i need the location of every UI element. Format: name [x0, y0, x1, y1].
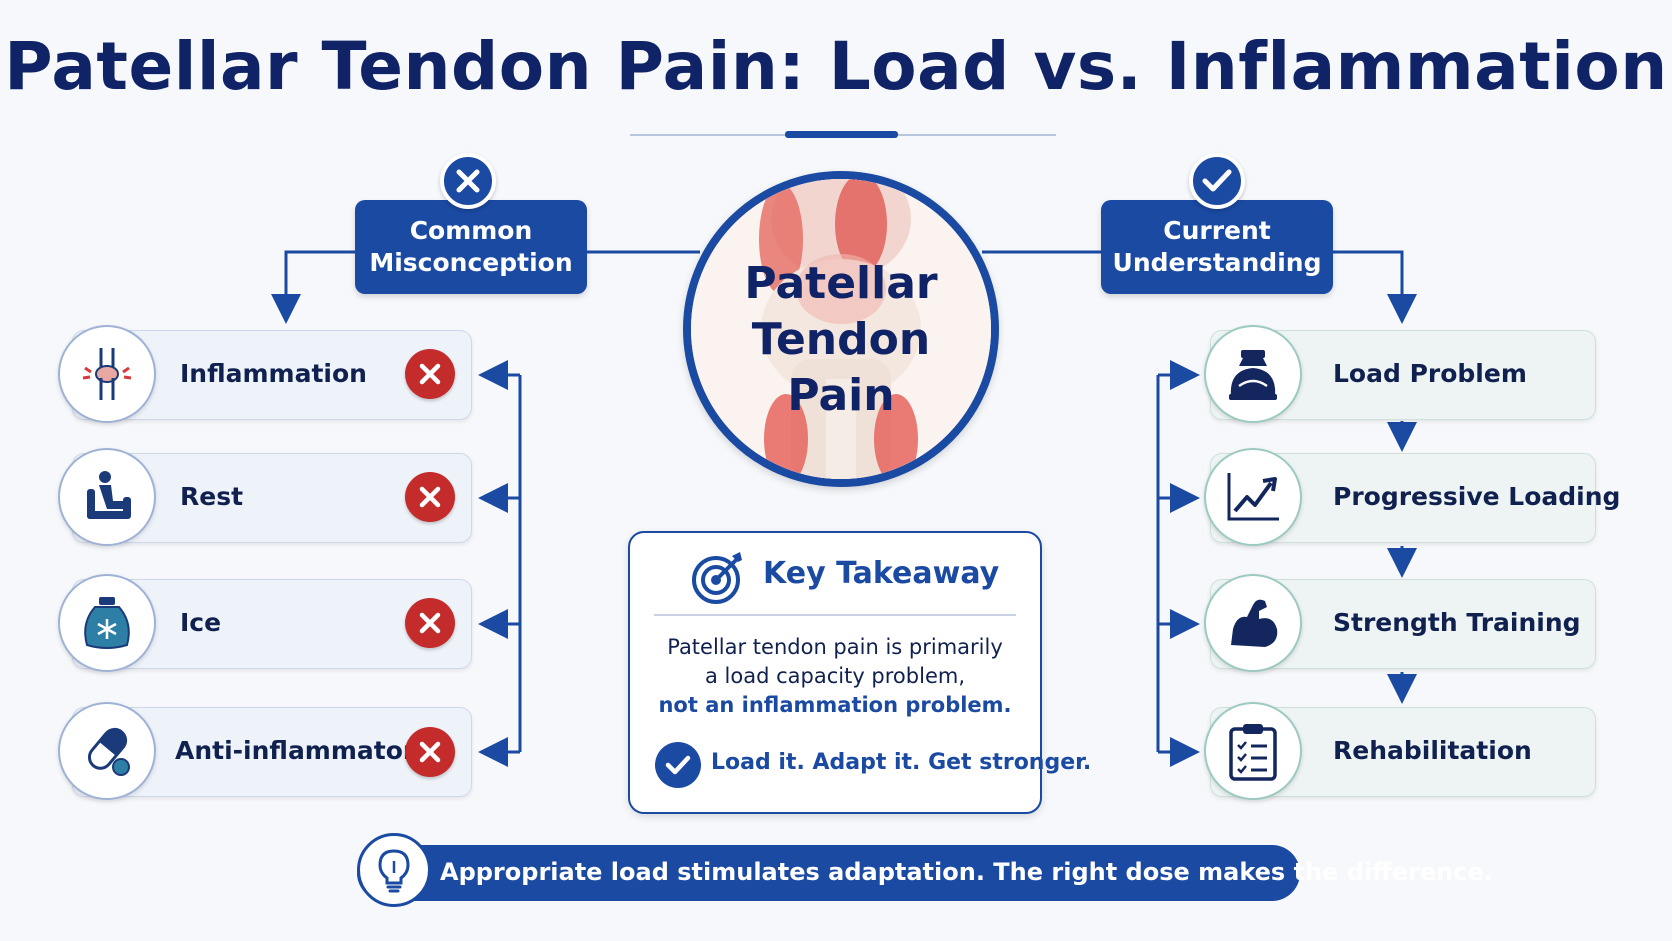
takeaway-line3: not an inflammation problem. — [658, 693, 1012, 717]
check-icon — [1189, 153, 1245, 209]
center-label: Patellar Tendon Pain — [683, 256, 999, 424]
misconception-label-1: Inflammation — [180, 359, 367, 388]
takeaway-divider — [654, 614, 1016, 616]
takeaway-slogan: Load it. Adapt it. Get stronger. — [711, 750, 1092, 775]
understanding-label-2: Progressive Loading — [1333, 482, 1621, 511]
target-icon — [690, 550, 746, 608]
pill-capsule-icon — [58, 702, 156, 800]
center-line3: Pain — [787, 370, 895, 421]
wrong-icon — [405, 598, 455, 648]
kettlebell-icon — [1204, 325, 1302, 423]
clipboard-checklist-icon — [1204, 702, 1302, 800]
understanding-heading-line2: Understanding — [1112, 248, 1322, 277]
center-line1: Patellar — [744, 258, 938, 309]
wrong-icon — [405, 349, 455, 399]
bottom-banner — [357, 845, 1300, 901]
understanding-label-4: Rehabilitation — [1333, 736, 1532, 765]
inflamed-knee-icon — [58, 325, 156, 423]
lightbulb-icon — [357, 833, 431, 907]
misconception-heading: Common Misconception — [355, 200, 587, 294]
title-accent-bar — [785, 131, 898, 138]
misconception-label-3: Ice — [180, 608, 222, 637]
misconception-label-2: Rest — [180, 482, 244, 511]
wrong-icon — [405, 727, 455, 777]
banner-text: Appropriate load stimulates adaptation. … — [440, 858, 1493, 886]
trend-up-chart-icon — [1204, 448, 1302, 546]
wrong-icon — [405, 472, 455, 522]
takeaway-line2: a load capacity problem, — [705, 664, 965, 688]
flexed-arm-icon — [1204, 574, 1302, 672]
takeaway-title: Key Takeaway — [763, 556, 1000, 591]
understanding-label-1: Load Problem — [1333, 359, 1527, 388]
knee-illustration — [683, 171, 999, 487]
misconception-heading-line1: Common — [409, 216, 533, 245]
center-line2: Tendon — [751, 314, 931, 365]
armchair-person-icon — [58, 448, 156, 546]
check-circle-icon — [655, 742, 701, 788]
understanding-label-3: Strength Training — [1333, 608, 1581, 637]
page-title: Patellar Tendon Pain: Load vs. Inflammat… — [4, 28, 1668, 105]
x-icon — [440, 153, 496, 209]
understanding-heading-line1: Current — [1163, 216, 1271, 245]
takeaway-line1: Patellar tendon pain is primarily — [667, 635, 1003, 659]
knee-anatomy-icon — [691, 179, 991, 479]
understanding-heading: Current Understanding — [1101, 200, 1333, 294]
misconception-heading-line2: Misconception — [369, 248, 573, 277]
ice-pack-icon — [58, 574, 156, 672]
